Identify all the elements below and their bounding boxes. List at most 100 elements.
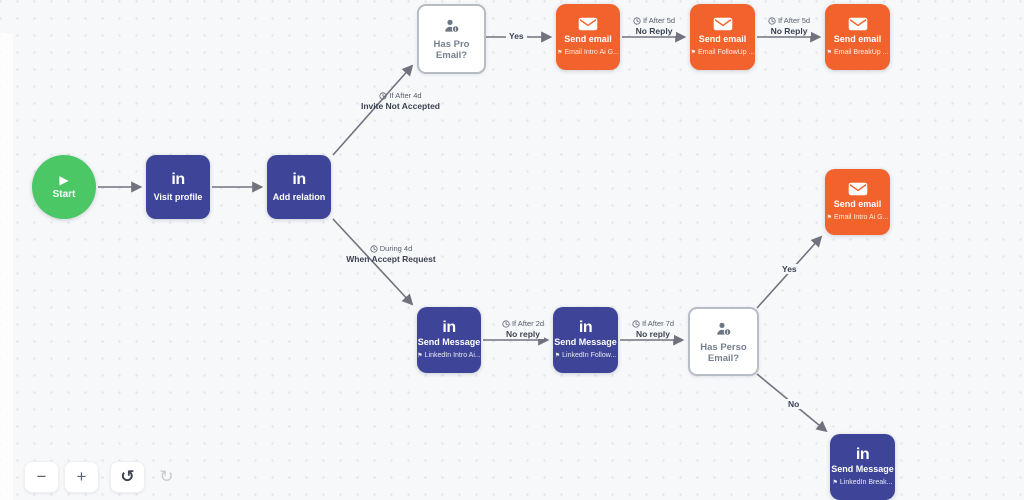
- flag-icon: ⚑: [690, 49, 696, 56]
- clock-icon: [370, 244, 378, 253]
- subtitle-text: LinkedIn Break...: [839, 479, 893, 486]
- play-icon: ▶: [59, 173, 69, 187]
- clock-icon: [768, 16, 776, 25]
- subtitle-text: LinkedIn Follow...: [562, 352, 617, 359]
- linkedin-icon: in: [171, 170, 185, 188]
- edge-condition: If After 4d: [379, 91, 422, 100]
- edge-label-no-reply-5d-1: If After 5d No Reply: [611, 16, 697, 36]
- redo-button[interactable]: ↻: [159, 467, 174, 487]
- node-subtitle: ⚑ LinkedIn Follow...: [554, 351, 617, 360]
- node-title: Send email: [564, 34, 612, 44]
- zoom-out-button[interactable]: −: [24, 461, 59, 493]
- envelope-icon: [848, 17, 867, 31]
- svg-text:i: i: [726, 330, 728, 336]
- flag-icon: ⚑: [826, 214, 832, 221]
- edge-label-yes-perso: Yes: [779, 264, 800, 274]
- edge-label-text: No Reply: [631, 26, 677, 36]
- edge-label-text: No Reply: [766, 26, 812, 36]
- node-title: Visit profile: [153, 191, 203, 202]
- node-title: Send Message: [417, 337, 481, 347]
- canvas-controls: − + ↺ ↻: [24, 461, 184, 493]
- edge-condition-text: If After 5d: [777, 16, 811, 25]
- edge-label-text: No reply: [501, 329, 544, 339]
- node-send-message-intro[interactable]: in Send Message ⚑ LinkedIn Intro Ai...: [417, 307, 481, 373]
- subtitle-text: LinkedIn Intro Ai...: [424, 352, 481, 359]
- subtitle-text: Email FollowUp ...: [698, 49, 755, 56]
- zoom-in-button[interactable]: +: [64, 461, 99, 493]
- edge-condition-text: If After 4d: [389, 91, 422, 100]
- subtitle-text: Email BreakUp ...: [833, 49, 889, 56]
- linkedin-icon: in: [292, 170, 306, 188]
- edge-condition-text: If After 5d: [642, 16, 676, 25]
- clock-icon: [632, 319, 640, 328]
- edge-condition-text: During 4d: [379, 244, 413, 253]
- node-title: Has Perso Email?: [700, 341, 747, 364]
- node-has-pro-email[interactable]: i Has Pro Email?: [417, 4, 486, 74]
- edge-condition: If After 7d: [632, 319, 674, 328]
- linkedin-icon: in: [442, 319, 456, 336]
- node-subtitle: ⚑ LinkedIn Break...: [833, 478, 893, 487]
- person-info-icon: i: [716, 322, 731, 336]
- edge-label-invite-not-accepted: If After 4d Invite Not Accepted: [328, 91, 473, 111]
- envelope-icon: [848, 182, 867, 196]
- clock-icon: [502, 319, 510, 328]
- node-start[interactable]: ▶ Start: [32, 155, 96, 219]
- node-title: Add relation: [272, 191, 326, 202]
- node-subtitle: ⚑ Email BreakUp ...: [826, 48, 889, 57]
- flag-icon: ⚑: [417, 352, 423, 359]
- subtitle-text: Email Intro Ai G...: [833, 214, 889, 221]
- edge-condition: If After 5d: [633, 16, 675, 25]
- node-send-email-intro[interactable]: Send email ⚑ Email Intro Ai G...: [556, 4, 620, 70]
- edge-condition: If After 2d: [502, 319, 544, 328]
- node-subtitle: ⚑ Email Intro Ai G...: [826, 213, 889, 222]
- person-info-icon: i: [444, 19, 459, 33]
- node-label: Start: [52, 189, 76, 200]
- node-send-email-intro-2[interactable]: Send email ⚑ Email Intro Ai G...: [825, 169, 890, 235]
- edge-label-yes-pro: Yes: [506, 31, 527, 41]
- clock-icon: [379, 91, 388, 100]
- node-send-email-breakup[interactable]: Send email ⚑ Email BreakUp ...: [825, 4, 890, 70]
- edge-label-no-reply-5d-2: If After 5d No Reply: [746, 16, 832, 36]
- node-subtitle: ⚑ LinkedIn Intro Ai...: [417, 351, 481, 360]
- node-send-message-followup[interactable]: in Send Message ⚑ LinkedIn Follow...: [553, 307, 618, 373]
- edge-label-no-reply-2d: If After 2d No reply: [480, 319, 566, 339]
- edge-label-text: No reply: [631, 329, 674, 339]
- node-has-perso-email[interactable]: i Has Perso Email?: [688, 307, 759, 376]
- canvas-left-edge: [0, 33, 13, 500]
- edge-condition: If After 5d: [768, 16, 810, 25]
- node-title: Send email: [698, 34, 747, 44]
- linkedin-icon: in: [855, 446, 870, 463]
- subtitle-text: Email Intro Ai G...: [564, 49, 619, 56]
- node-title: Send Message: [554, 337, 617, 347]
- node-visit-profile[interactable]: in Visit profile: [146, 155, 210, 219]
- node-title: Send email: [833, 199, 882, 209]
- envelope-icon: [578, 17, 598, 31]
- edge-label-no-perso: No: [785, 399, 803, 409]
- flag-icon: ⚑: [557, 49, 563, 56]
- node-subtitle: ⚑ Email FollowUp ...: [690, 48, 755, 57]
- flag-icon: ⚑: [554, 352, 561, 359]
- node-send-email-followup[interactable]: Send email ⚑ Email FollowUp ...: [690, 4, 755, 70]
- flag-icon: ⚑: [832, 479, 838, 486]
- edge-condition: During 4d: [370, 244, 413, 253]
- linkedin-icon: in: [578, 319, 593, 336]
- edge-label-text: When Accept Request: [346, 254, 436, 264]
- flag-icon: ⚑: [826, 49, 832, 56]
- edge-label-no-reply-7d: If After 7d No reply: [610, 319, 696, 339]
- node-title: Has Pro Email?: [433, 39, 470, 61]
- edge-label-text: Invite Not Accepted: [360, 101, 441, 111]
- node-add-relation[interactable]: in Add relation: [267, 155, 331, 219]
- edge-label-when-accept-request: During 4d When Accept Request: [316, 244, 466, 264]
- edge-condition-text: If After 7d: [641, 319, 675, 328]
- node-title: Send Message: [831, 464, 894, 474]
- node-send-message-breakup[interactable]: in Send Message ⚑ LinkedIn Break...: [830, 434, 895, 500]
- node-subtitle: ⚑ Email Intro Ai G...: [557, 48, 619, 57]
- clock-icon: [633, 16, 641, 25]
- node-title: Send email: [833, 34, 882, 44]
- edge-condition-text: If After 2d: [511, 319, 545, 328]
- envelope-icon: [713, 17, 732, 31]
- edge-add-haspro: [332, 64, 414, 156]
- undo-button[interactable]: ↺: [110, 461, 145, 493]
